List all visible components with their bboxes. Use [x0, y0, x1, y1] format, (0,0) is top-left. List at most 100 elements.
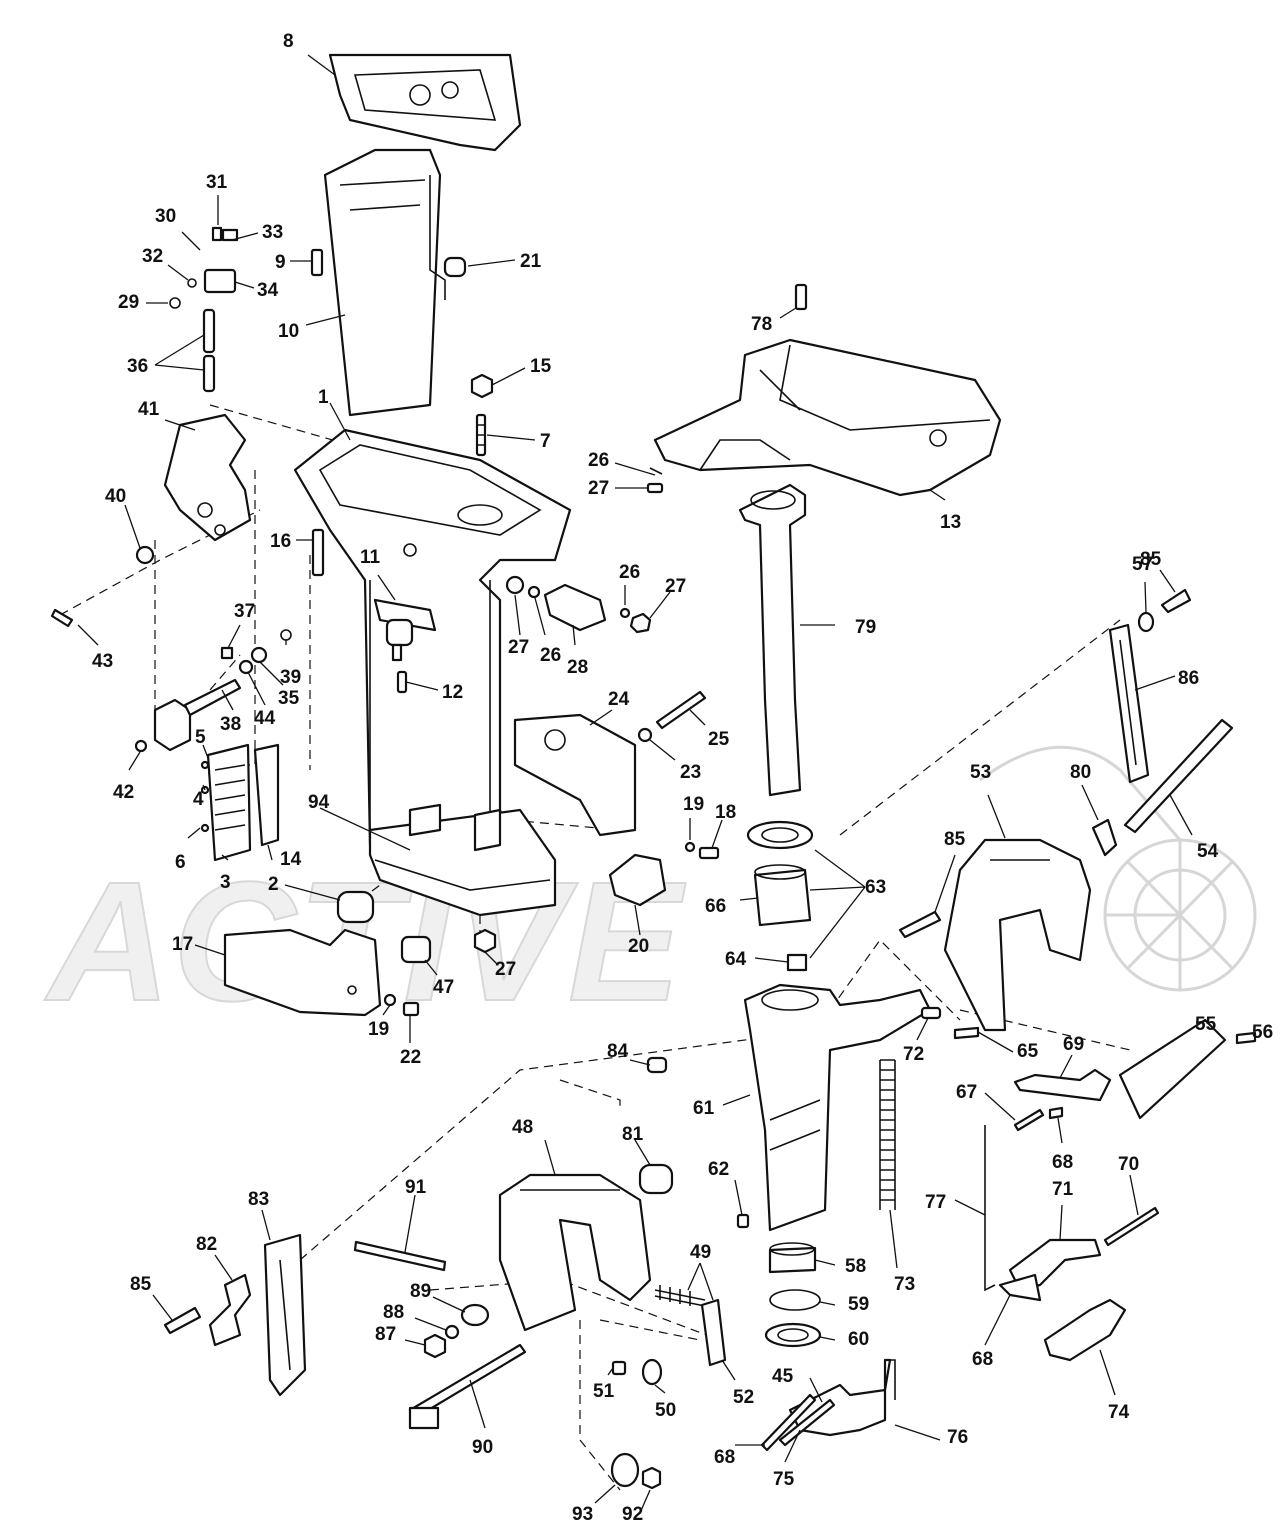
part-11-rubber-mount [373, 598, 437, 662]
part-91-bolt [353, 1240, 447, 1272]
part-79-steering-tube [738, 483, 807, 797]
callout-27a: 27 [588, 478, 609, 499]
callout-15: 15 [530, 356, 552, 377]
callout-74: 74 [1108, 1402, 1130, 1423]
callout-77: 77 [925, 1192, 946, 1213]
part-60-bushing [764, 1322, 822, 1348]
part-16-bolt [311, 528, 325, 577]
callout-35: 35 [278, 688, 300, 709]
callout-51: 51 [593, 1381, 615, 1402]
callout-40: 40 [105, 486, 126, 507]
callout-67: 67 [956, 1082, 977, 1103]
callout-81: 81 [622, 1124, 644, 1145]
part-66-bushing [753, 864, 812, 927]
callout-34: 34 [257, 280, 279, 301]
callout-79: 79 [855, 617, 876, 638]
callout-76: 76 [947, 1427, 968, 1448]
callout-52: 52 [733, 1387, 754, 1408]
callout-4: 4 [193, 789, 204, 810]
callout-33: 33 [262, 222, 283, 243]
part-28-rear-mount [505, 575, 652, 634]
callout-78: 78 [751, 314, 772, 335]
callout-42: 42 [113, 782, 134, 803]
part-85-screw [163, 588, 1192, 1335]
part-81-knob [638, 1163, 674, 1195]
callout-68c: 68 [714, 1447, 735, 1468]
part-80-link [1091, 818, 1118, 857]
part-2-cover-plate [253, 743, 280, 847]
part-70-pin [1103, 1206, 1160, 1247]
callout-44: 44 [254, 708, 276, 729]
part-68-75-pins [760, 1393, 836, 1452]
part-63-bushing-set [746, 820, 814, 850]
callout-82: 82 [196, 1234, 217, 1255]
callout-65: 65 [1017, 1041, 1039, 1062]
callout-14: 14 [280, 849, 302, 870]
callout-27d: 27 [495, 959, 516, 980]
part-41-shift-bracket [163, 413, 252, 542]
callout-61: 61 [693, 1098, 715, 1119]
callout-5: 5 [195, 727, 206, 748]
callout-64: 64 [725, 949, 747, 970]
callout-31: 31 [206, 172, 228, 193]
part-7-stud [475, 413, 487, 457]
callout-23: 23 [680, 762, 701, 783]
callout-89: 89 [410, 1281, 431, 1302]
callout-54: 54 [1197, 841, 1219, 862]
part-78-screw [794, 283, 808, 311]
callout-58: 58 [845, 1256, 866, 1277]
callout-68b: 68 [972, 1349, 993, 1370]
callout-numbers: 8 31 30 33 32 9 21 29 34 10 36 78 15 41 … [92, 31, 1273, 1524]
callout-1: 1 [318, 387, 329, 408]
part-59-o-ring [769, 1289, 821, 1311]
callout-91: 91 [405, 1177, 427, 1198]
part-17-side-cover [223, 928, 382, 1017]
part-12-screw [396, 670, 408, 694]
part-52-clamp-handle [700, 1298, 727, 1367]
callout-59: 59 [848, 1294, 869, 1315]
part-94-cavitation-plate [368, 803, 557, 917]
part-15-nut [470, 373, 494, 399]
part-86-tilt-link [1108, 623, 1150, 784]
part-14-rubber-stop [336, 890, 375, 924]
part-55-plate [1118, 1018, 1227, 1120]
callout-85a: 85 [1140, 549, 1162, 570]
callout-6: 6 [175, 852, 186, 873]
part-82-lever [208, 1273, 252, 1347]
callout-71: 71 [1052, 1179, 1074, 1200]
part-57-washer [1137, 611, 1155, 633]
part-31-34-clip-hardware [169, 226, 239, 309]
callout-32: 32 [142, 246, 163, 267]
part-38-shift-shaft [153, 629, 292, 752]
callout-47: 47 [433, 977, 454, 998]
part-43-screw [50, 608, 74, 628]
callout-26c: 26 [540, 645, 561, 666]
part-40-washer [135, 545, 155, 565]
callout-12: 12 [442, 682, 463, 703]
callout-2: 2 [268, 874, 279, 895]
part-48-clamp-bracket [498, 1173, 652, 1332]
callout-68a: 68 [1052, 1152, 1073, 1173]
callout-63: 63 [865, 877, 886, 898]
callout-30: 30 [155, 206, 176, 227]
callout-7: 7 [540, 431, 551, 452]
callout-50: 50 [655, 1400, 676, 1421]
callout-48: 48 [512, 1117, 533, 1138]
part-72-spring [920, 1006, 942, 1020]
part-73-tilt-spring [879, 1059, 896, 1210]
callout-16: 16 [270, 531, 291, 552]
part-62-screw [736, 1213, 750, 1229]
callout-60: 60 [848, 1329, 869, 1350]
callout-92: 92 [622, 1504, 643, 1524]
callout-11: 11 [360, 547, 381, 568]
part-65-screw [953, 1026, 980, 1040]
part-21-grommet [443, 256, 467, 278]
callout-53: 53 [970, 762, 991, 783]
part-3-water-screen [206, 743, 252, 862]
callout-24: 24 [608, 689, 630, 710]
part-74-latch-plate [1043, 1298, 1127, 1362]
part-26-27-pin-set [646, 467, 664, 494]
callout-84: 84 [607, 1041, 629, 1062]
callout-18: 18 [715, 802, 736, 823]
part-92-93-cap-nut [610, 1452, 662, 1490]
